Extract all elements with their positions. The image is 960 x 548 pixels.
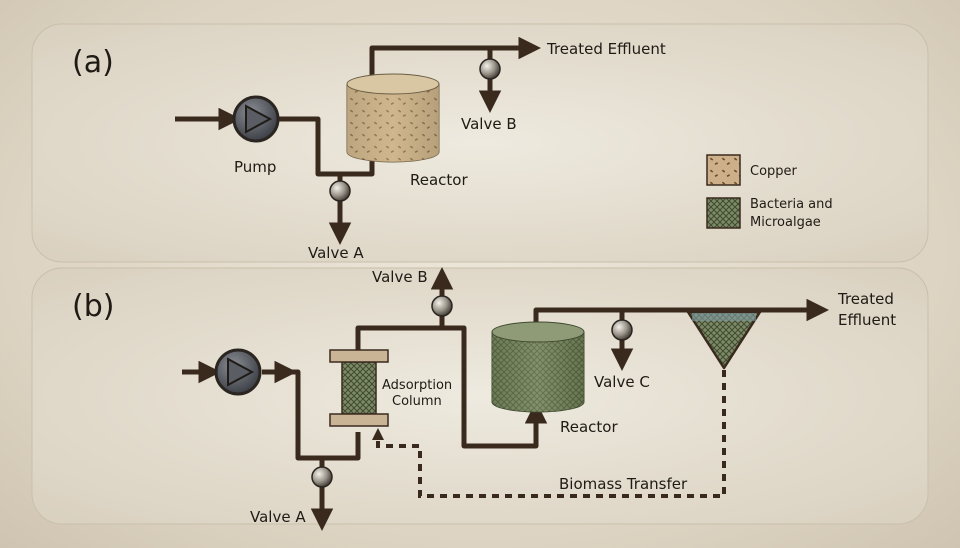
valve-b-a xyxy=(479,58,501,80)
biomass-transfer-label: Biomass Transfer xyxy=(559,475,688,493)
reactor-label-a: Reactor xyxy=(410,171,468,189)
legend-bio-label-2: Microalgae xyxy=(750,215,821,230)
column-to-reactor-pipe-b xyxy=(355,325,548,449)
valve-b-b xyxy=(431,295,453,317)
valve-b-label-a: Valve B xyxy=(461,115,517,133)
pump-b xyxy=(214,348,262,396)
reactor-b xyxy=(491,321,585,413)
reactor-label-b: Reactor xyxy=(560,418,618,436)
legend-bio-swatch xyxy=(706,197,741,229)
effluent-label-a: Treated Effluent xyxy=(546,40,666,58)
panel-b-pipes xyxy=(182,267,829,531)
reactor-a xyxy=(346,73,440,163)
valve-a-a xyxy=(329,180,351,202)
settling-cone xyxy=(686,310,762,370)
pump-a xyxy=(232,95,280,143)
effluent-label-b-2: Effluent xyxy=(838,311,896,329)
valve-b-label-b: Valve B xyxy=(372,268,428,286)
biomass-arrow-icon xyxy=(372,428,384,440)
panel-b-tag: (b) xyxy=(72,289,114,324)
effluent-pipe-a xyxy=(369,36,541,80)
valve-c-label-b: Valve C xyxy=(594,373,650,391)
panel-a-background xyxy=(31,23,929,263)
valve-a-b xyxy=(311,466,333,488)
pump-triangle-icon xyxy=(245,104,273,134)
legend-copper-swatch xyxy=(706,154,741,186)
biomass-transfer-line xyxy=(376,370,726,498)
effluent-label-b-1: Treated xyxy=(837,290,894,308)
legend-bio-label-1: Bacteria and xyxy=(750,197,833,212)
panel-a: (a) Pump Reactor Valve B Valve A Treated… xyxy=(31,23,929,263)
valve-a-label-b: Valve A xyxy=(250,508,306,526)
adsorption-column xyxy=(329,349,389,427)
valve-c-b xyxy=(611,319,633,341)
panel-b-background xyxy=(31,267,929,525)
panel-a-tag: (a) xyxy=(72,45,114,80)
pump-label-a: Pump xyxy=(234,158,276,176)
pump-to-reactor-pipe-a xyxy=(278,116,375,177)
column-label-2: Column xyxy=(392,394,442,409)
panel-b: (b) Adsorption Column xyxy=(31,267,929,531)
pump-triangle-icon-b xyxy=(227,357,255,387)
legend-copper-label: Copper xyxy=(750,164,798,179)
legend: Copper Bacteria and Microalgae xyxy=(706,154,833,230)
valve-a-label-a: Valve A xyxy=(308,244,364,262)
column-label-1: Adsorption xyxy=(382,378,452,393)
